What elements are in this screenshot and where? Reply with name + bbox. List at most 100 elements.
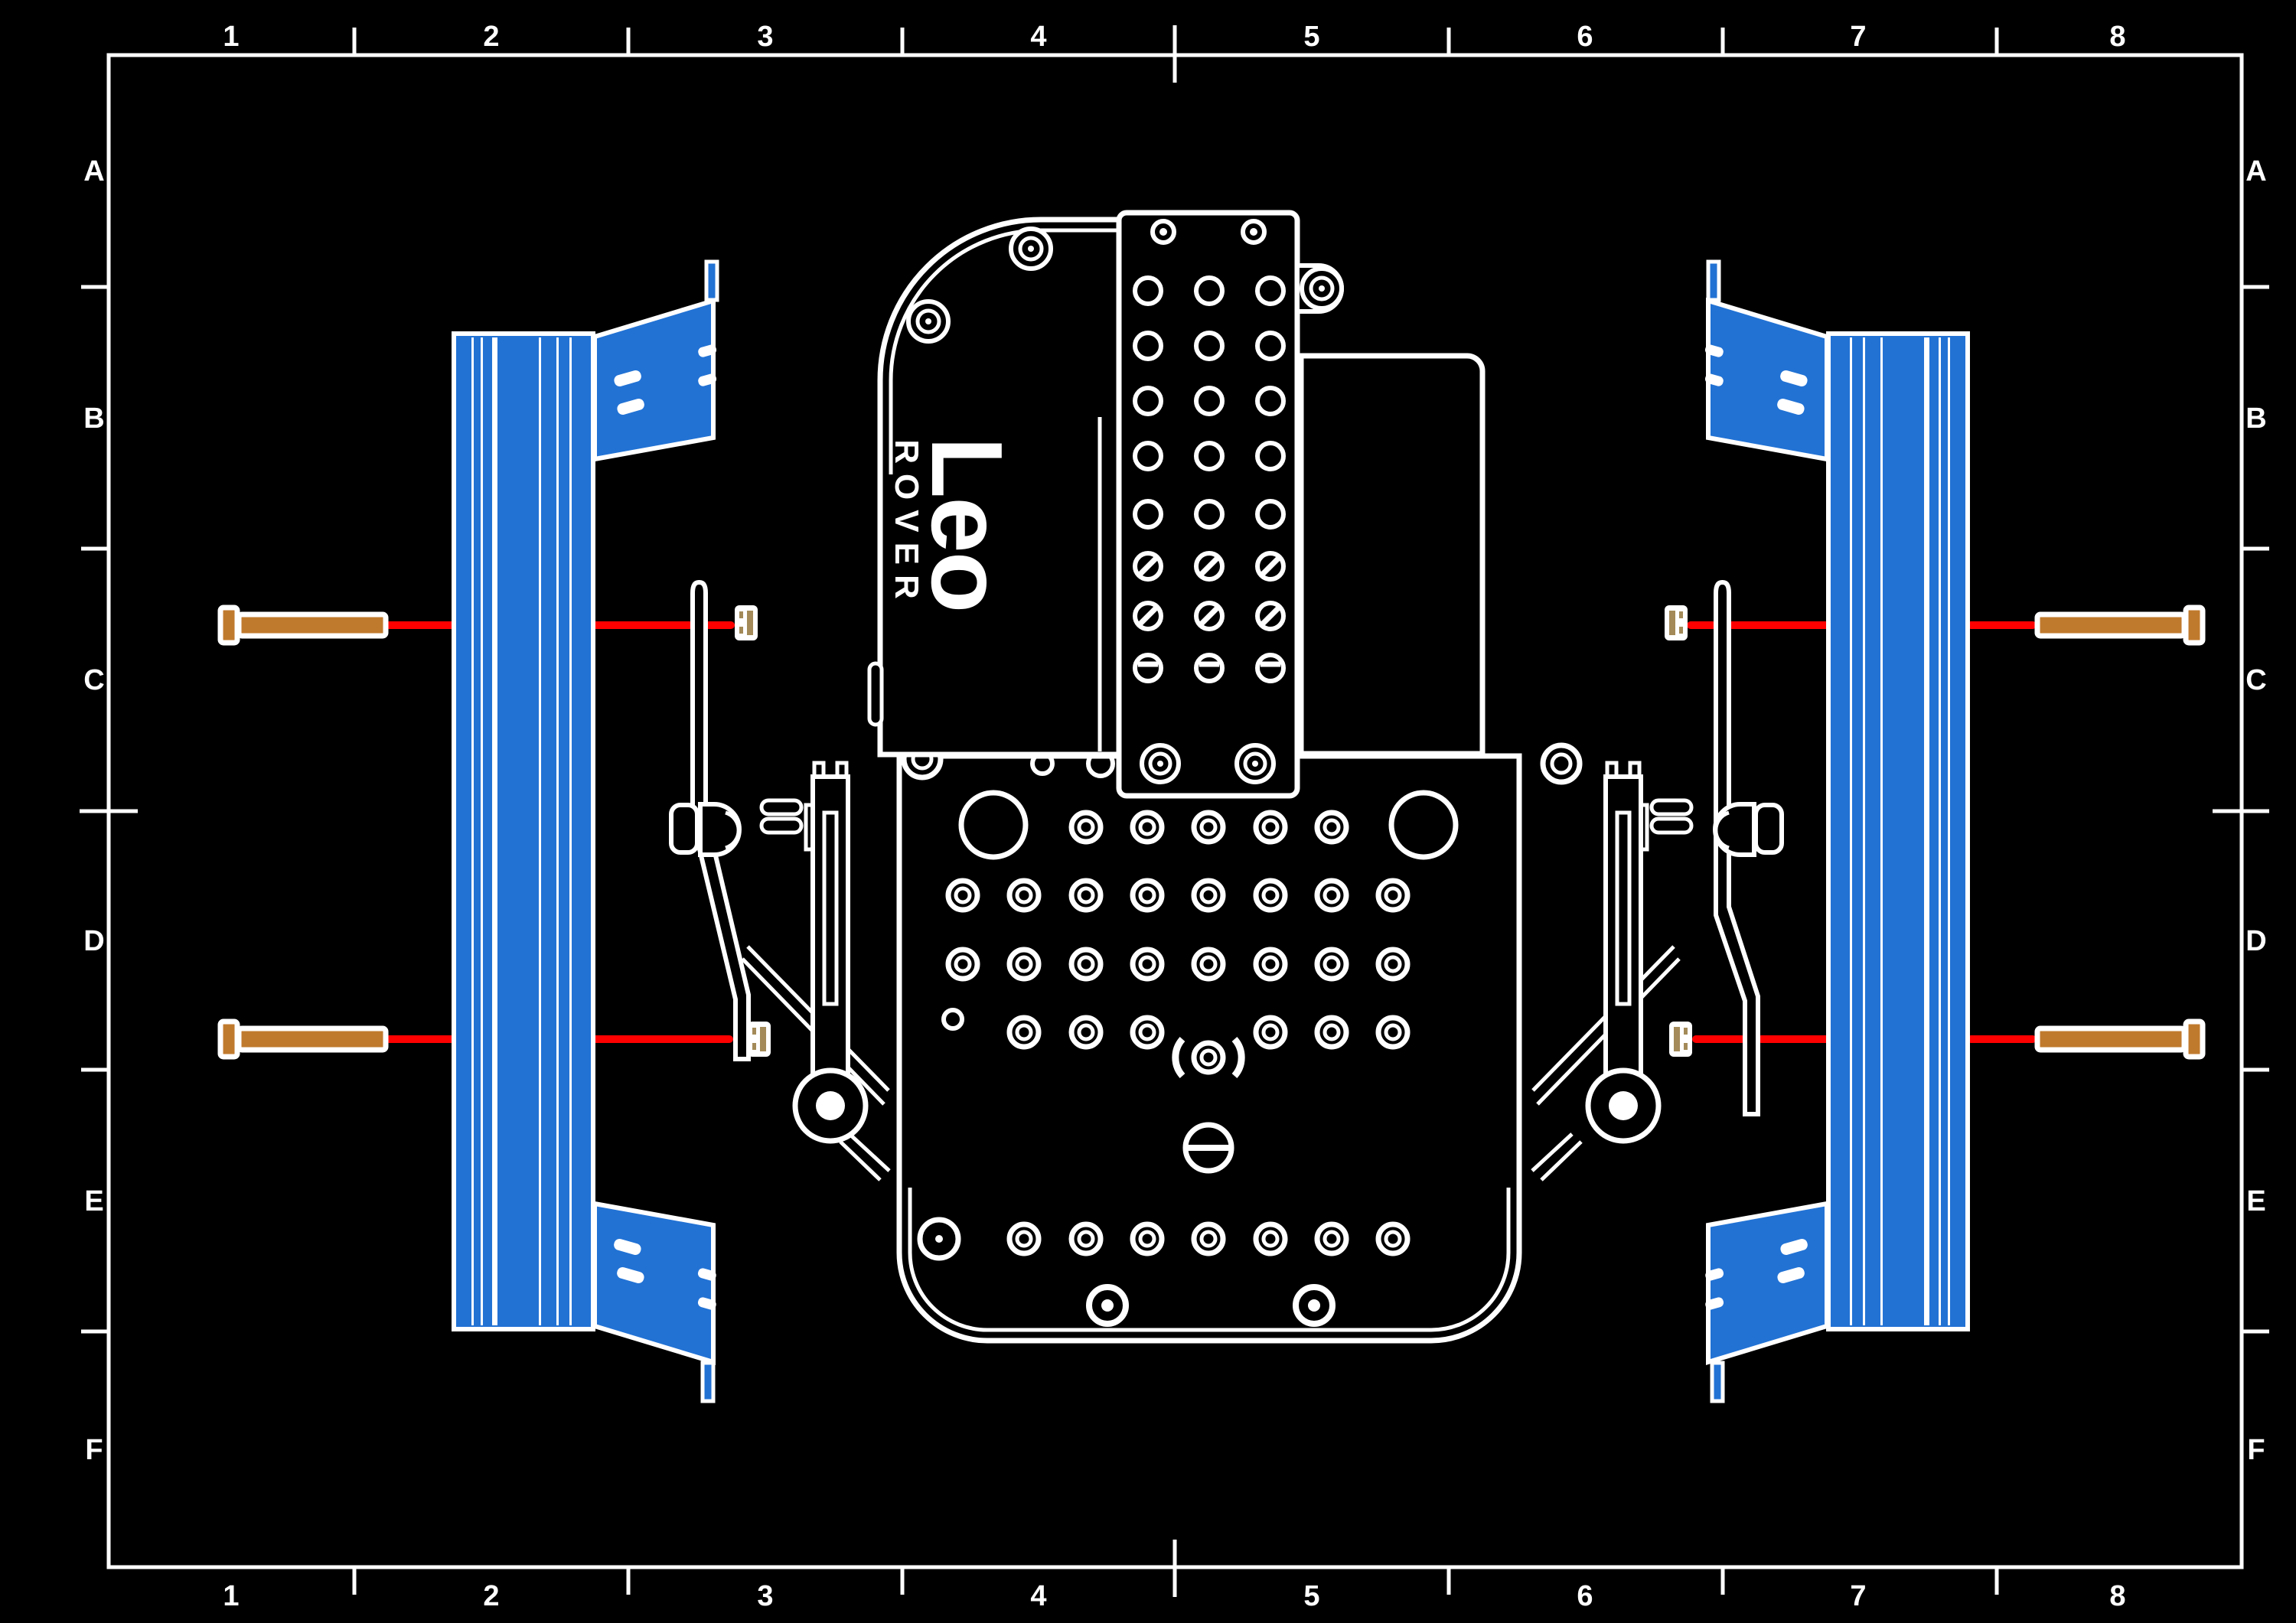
grid-column-label-bottom: 2 (483, 1580, 499, 1612)
box-hole (1194, 499, 1225, 530)
right-upper-t-nut (1665, 605, 1688, 640)
plate-hole (1253, 1015, 1288, 1050)
grid-row-label-right: D (2245, 925, 2266, 957)
right-d-clamp (1713, 802, 1756, 857)
plate-hole-inner (1261, 886, 1280, 904)
grid-column-label-bottom: 5 (1303, 1580, 1319, 1612)
bracket-slot (617, 398, 644, 415)
plate-hole-inner (1138, 1230, 1156, 1248)
arm-eye-pin (816, 1091, 845, 1120)
plate-hole (1006, 878, 1042, 913)
plate-hole-inner (1261, 1230, 1280, 1248)
right-upper-screw (2034, 605, 2206, 646)
box-hole (1255, 331, 1286, 361)
plate-hole-inner (1077, 1230, 1095, 1248)
grid-column-label-top: 5 (1303, 21, 1319, 53)
t-nut-body (748, 1022, 771, 1057)
standoff-boss-center (1308, 1299, 1320, 1312)
right-clamp-shim (1649, 816, 1694, 835)
center-marked-hole (1172, 1037, 1245, 1078)
left-rail-assembly (452, 259, 719, 1403)
rail-groove (539, 337, 541, 1325)
box-hole (1194, 275, 1225, 306)
main-plate-outline (896, 753, 1522, 1344)
left-top-mount-bracket (592, 297, 716, 462)
bracket-slot (698, 344, 717, 357)
hole (1199, 1048, 1218, 1067)
plate-hole (1068, 1221, 1104, 1256)
logo-text-secondary: ROVER (888, 439, 925, 608)
suspension-hardware (669, 580, 1784, 1181)
box-hole (1255, 551, 1286, 582)
box-hole-slash (1137, 555, 1159, 578)
plate-bosses (917, 1008, 1336, 1327)
grid-row-label-right: E (2246, 1185, 2265, 1217)
cover-edge-tab (867, 661, 884, 727)
plate-hole-inner (1261, 1023, 1280, 1041)
grid-column-label-top: 7 (1850, 21, 1866, 53)
plate-hole-inner (1199, 1230, 1218, 1248)
plate-hole-inner (1077, 1023, 1095, 1041)
plate-hole (1314, 947, 1349, 982)
bracket-slot (1704, 344, 1724, 357)
grid-row-label-left: B (83, 402, 104, 435)
plate-hole-inner (1077, 955, 1095, 973)
t-nut-nub (1684, 1043, 1688, 1050)
plate-hole-inner (1199, 886, 1218, 904)
right-aluminum-rail (1826, 331, 1970, 1331)
top-cover-inner-edge (889, 228, 1117, 474)
plate-hole (1006, 1015, 1042, 1050)
screw-shaft (2034, 611, 2187, 639)
grid-column-label-top: 2 (483, 21, 499, 53)
screw-path-lines (385, 621, 2037, 1043)
cover-boss-dot (925, 318, 931, 324)
grid-row-label-right: A (2245, 155, 2266, 187)
plate-hole-inner (1384, 886, 1402, 904)
bracket-slot (1705, 1297, 1724, 1310)
rail-groove (569, 337, 572, 1325)
plate-hole (1068, 947, 1104, 982)
seam-boss (1540, 742, 1583, 785)
grid-column-label-bottom: 8 (2109, 1580, 2125, 1612)
box-hole-slash (1198, 605, 1221, 627)
box-hole (1255, 601, 1286, 631)
grid-column-label-top: 1 (223, 21, 239, 53)
plate-hole-inner (1138, 955, 1156, 973)
standoff-boss-center (1101, 1299, 1114, 1312)
plate-hole (1006, 1221, 1042, 1256)
grid-column-label-top: 8 (2109, 21, 2125, 53)
screw-shaft (2034, 1025, 2187, 1053)
suspension-link-line (1531, 1133, 1574, 1172)
grid-row-label-left: A (83, 155, 104, 187)
left-suspension-arm (792, 761, 869, 1144)
right-bracket-slots (1704, 344, 1808, 1310)
suspension-arms (792, 761, 1662, 1144)
box-hole (1255, 275, 1286, 306)
box-hole (1194, 331, 1225, 361)
plate-hole-inner (1015, 1230, 1033, 1248)
box-bolt-ring (1148, 751, 1172, 776)
plate-hole (1314, 1015, 1349, 1050)
rail-groove (1850, 337, 1852, 1325)
left-bent-mount-plate (690, 580, 751, 1061)
t-nut-nub (739, 627, 743, 634)
bracket-slot (1777, 1266, 1805, 1283)
grid-row-label-left: D (83, 925, 104, 957)
plate-hole (1068, 810, 1104, 845)
box-hole (1194, 551, 1225, 582)
box-hole (1133, 653, 1163, 683)
hole-paren-mark (1172, 1037, 1186, 1078)
grid-column-label-bottom: 3 (757, 1580, 773, 1612)
t-nut-nub (752, 1043, 756, 1050)
cover-boss-ring (1018, 236, 1044, 262)
hole-paren-mark (1231, 1037, 1245, 1078)
bracket-slot (1780, 1238, 1808, 1255)
plate-hole (1375, 1221, 1411, 1256)
plate-hole (1191, 810, 1226, 845)
cover-boss-ring (915, 308, 941, 334)
plate-hole (1130, 1015, 1165, 1050)
plate-hole-inner (1199, 818, 1218, 836)
right-suspension-arm (1585, 761, 1662, 1144)
left-clamp-shim (759, 816, 804, 835)
